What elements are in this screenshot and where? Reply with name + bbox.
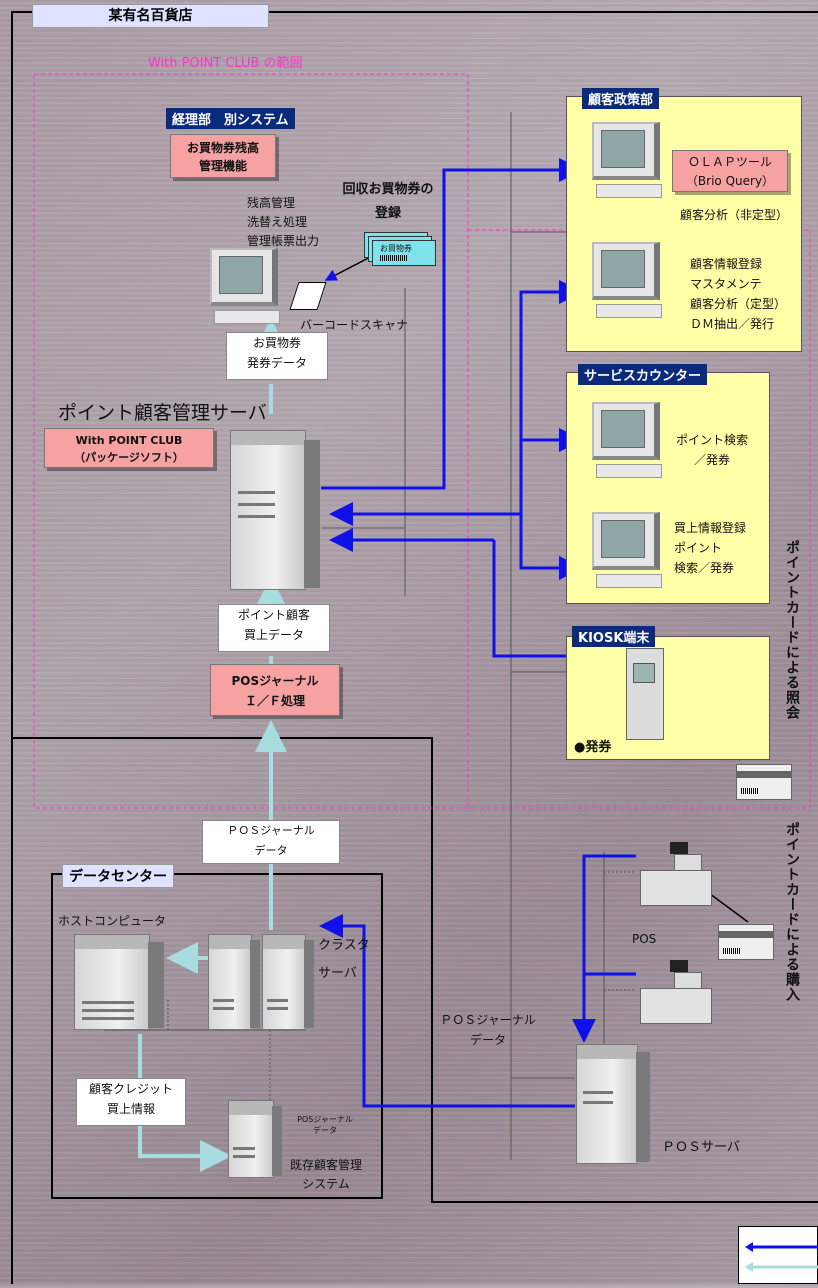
pos-register-icon [640,842,712,906]
pos-server-label: ＰＯＳサーバ [662,1140,740,1155]
store-title: 某有名百貨店 [32,4,269,28]
cluster-server-icon [208,934,252,1030]
scope-outline [33,73,469,809]
package-box: With POINT CLUB（パッケージソフト） [44,428,214,468]
point-card-icon [718,924,774,960]
legacy-server-side [272,1106,282,1176]
legacy-server-icon [228,1100,274,1178]
kiosk-issue: ●発券 [574,740,612,755]
service-pc2-label: 買上情報登録ポイント検索／発券 [674,521,747,575]
voucher-data-box: お買物券発券データ [226,332,328,380]
pos-register-icon [640,960,712,1024]
posj-small-label: POSジャーナルデータ [297,1115,353,1135]
vertical-label-inquiry: ポイントカードによる照会 [784,540,800,720]
credit-box: 顧客クレジット買上情報 [76,1078,186,1126]
pos-server-icon [576,1044,638,1164]
voucher-ticket: お買物券 [372,240,436,266]
scope-label: With POINT CLUB の範囲 [148,56,303,71]
scanner-label: バーコードスキャナ [300,318,409,332]
pos-server-side [636,1052,650,1162]
point-server-icon [230,430,306,590]
service-pc2-icon [592,512,664,590]
service-pc1-icon [592,402,664,480]
point-server-side [304,440,320,588]
point-data-box: ポイント顧客買上データ [218,604,330,652]
server-title: ポイント顧客管理サーバ [58,402,267,424]
pos-label: POS [632,932,657,946]
olap-pc-icon [592,122,664,200]
point-card-icon [736,764,792,800]
cluster-server-side [304,940,314,1028]
vertical-label-purchase: ポイントカードによる購入 [784,822,800,1002]
kiosk-icon [626,648,664,740]
host-computer-side [148,942,164,1028]
store-boundary-lower [11,712,818,1203]
cluster-label: クラスタサーバ [318,938,370,981]
policy-functions: 顧客情報登録マスタメンテ顧客分析（定型）ＤＭ抽出／発行 [690,257,787,331]
kiosk-tag: KIOSK端末 [572,626,656,647]
service-pc1-label: ポイント検索／発券 [676,433,749,467]
host-label: ホストコンピュータ [58,914,167,928]
store-boundary [11,11,818,1284]
accounting-pc-icon [210,248,282,326]
olap-box: ＯＬＡＰツール（Brio Query） [672,150,788,192]
host-computer-icon [74,934,150,1030]
kiosk-panel [566,636,770,760]
olap-caption: 顧客分析（非定型） [680,208,789,222]
legend-box [738,1226,818,1284]
datacenter-outline [51,873,383,1199]
policy-tag: 顧客政策部 [582,88,660,109]
policy-pc-icon [592,242,664,320]
service-tag: サービスカウンター [578,364,708,385]
cluster-server-icon [262,934,306,1030]
accounting-notes: 残高管理洗替え処理管理帳票出力 [247,196,320,248]
voucher-caption: 回収お買物券の登録 [342,182,434,221]
cluster-server-side [250,940,260,1028]
datacenter-tag: データセンター [62,864,174,888]
pos-journal-box: ＰＯＳジャーナルデータ [202,820,340,864]
accounting-tag: 経理部 別システム [166,108,295,129]
voucher-balance-box: お買物券残高管理機能 [170,134,276,178]
pos-journal-label: ＰＯＳジャーナルデータ [440,1013,536,1047]
legacy-label: 既存顧客管理システム [289,1158,362,1191]
